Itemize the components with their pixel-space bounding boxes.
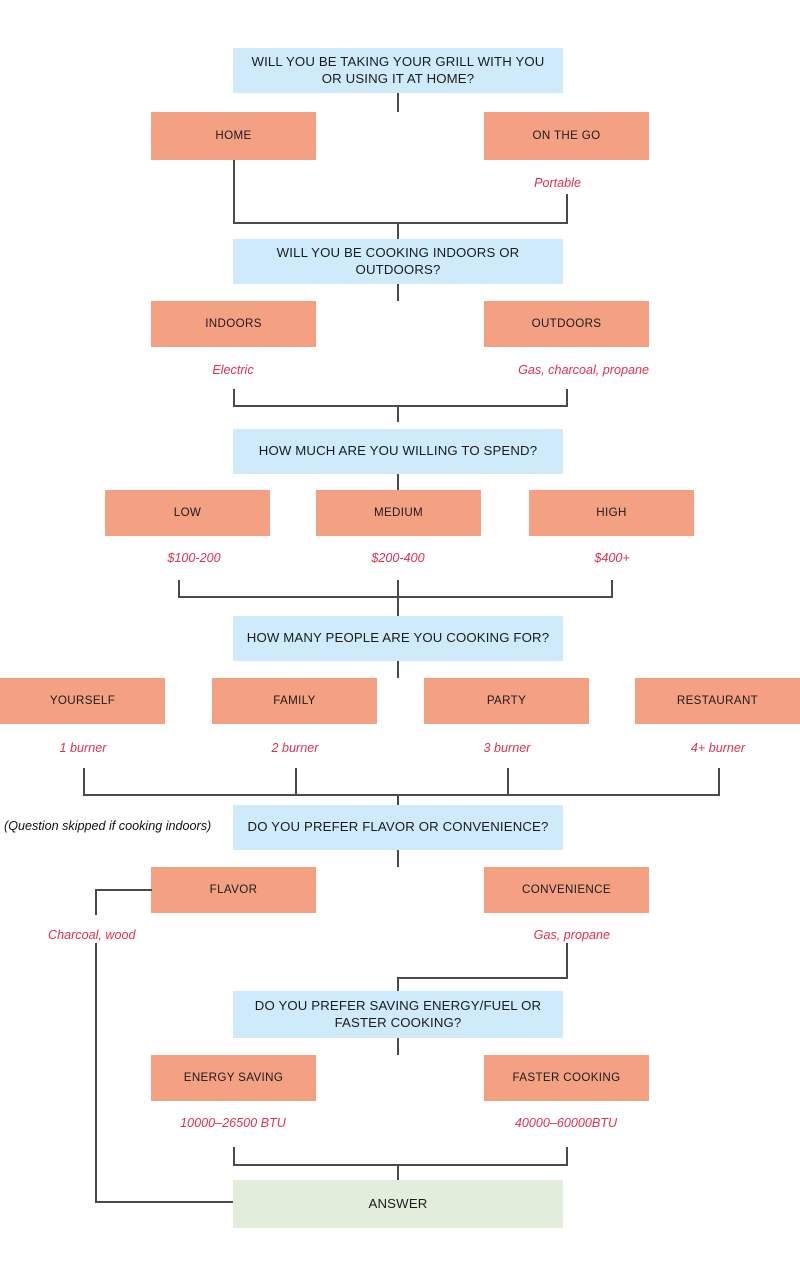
option-box-indoors[interactable]: INDOORS [151, 301, 316, 347]
option-box-convenience[interactable]: CONVENIENCE [484, 867, 649, 913]
note-indoors: Electric [212, 363, 254, 377]
question-box-q4: HOW MANY PEOPLE ARE YOU COOKING FOR? [233, 616, 563, 661]
question-box-q5: DO YOU PREFER FLAVOR OR CONVENIENCE? [233, 805, 563, 850]
question-box-q2: WILL YOU BE COOKING INDOORS OR OUTDOORS? [233, 239, 563, 284]
connector-row2-to-q3 [397, 405, 399, 422]
connector-row5-to-q6 [397, 977, 399, 991]
note-faster-cooking: 40000–60000BTU [514, 1116, 618, 1130]
connector-on-the-go-down [566, 194, 568, 223]
connector-indoors-down [233, 389, 235, 406]
option-box-flavor[interactable]: FLAVOR [151, 867, 316, 913]
connector-party-down [507, 768, 509, 795]
option-box-energy-saving[interactable]: ENERGY SAVING [151, 1055, 316, 1101]
option-box-party[interactable]: PARTY [424, 678, 589, 724]
option-box-restaurant[interactable]: RESTAURANT [635, 678, 800, 724]
option-box-medium[interactable]: MEDIUM [316, 490, 481, 536]
connector-restaurant-down [718, 768, 720, 795]
annotation-skip-note: (Question skipped if cooking indoors) [4, 819, 212, 833]
connector-low-down [178, 580, 180, 597]
connector-row3-bus [178, 596, 613, 598]
connector-q5-down [397, 850, 399, 867]
connector-convenience-down [566, 943, 568, 979]
connector-q4-down [397, 661, 399, 678]
note-on-the-go: Portable [534, 176, 581, 190]
connector-faster-cooking-down [566, 1147, 568, 1165]
connector-energy-saving-down [233, 1147, 235, 1165]
connector-outdoors-down [566, 389, 568, 406]
note-yourself: 1 burner [59, 741, 107, 755]
answer-box: ANSWER [233, 1180, 563, 1228]
option-box-outdoors[interactable]: OUTDOORS [484, 301, 649, 347]
connector-flavor-left [95, 889, 152, 891]
note-restaurant: 4+ burner [690, 741, 746, 755]
connector-q3-down [397, 474, 399, 490]
connector-flavor-down-a [95, 889, 97, 915]
note-flavor: Charcoal, wood [48, 928, 136, 942]
connector-family-down [295, 768, 297, 795]
connector-row3-to-q4 [397, 596, 399, 616]
question-box-q3: HOW MUCH ARE YOU WILLING TO SPEND? [233, 429, 563, 474]
connector-q2-down [397, 284, 399, 301]
note-convenience: Gas, propane [533, 928, 610, 942]
connector-home-down [233, 160, 235, 223]
option-box-low[interactable]: LOW [105, 490, 270, 536]
option-box-family[interactable]: FAMILY [212, 678, 377, 724]
connector-row1-bus [233, 222, 568, 224]
connector-row6-to-answer [397, 1164, 399, 1181]
note-medium: $200-400 [371, 551, 425, 565]
option-box-high[interactable]: HIGH [529, 490, 694, 536]
connector-row4-bus [83, 794, 720, 796]
note-party: 3 burner [483, 741, 531, 755]
connector-q6-down [397, 1038, 399, 1055]
connector-row4-to-q5 [397, 794, 399, 810]
connector-flavor-down-b [95, 943, 97, 1202]
note-outdoors: Gas, charcoal, propane [518, 363, 649, 377]
note-family: 2 burner [271, 741, 319, 755]
connector-high-down [611, 580, 613, 597]
connector-q1-down [397, 93, 399, 112]
note-energy-saving: 10000–26500 BTU [180, 1116, 286, 1130]
connector-row2-bus [233, 405, 568, 407]
connector-flavor-to-answer [95, 1201, 234, 1203]
connector-row5-bus [397, 977, 568, 979]
option-box-home[interactable]: HOME [151, 112, 316, 160]
option-box-on-the-go[interactable]: ON THE GO [484, 112, 649, 160]
note-high: $400+ [594, 551, 630, 565]
note-low: $100-200 [167, 551, 221, 565]
question-box-q6: DO YOU PREFER SAVING ENERGY/FUEL OR FAST… [233, 991, 563, 1038]
connector-row6-bus [233, 1164, 568, 1166]
option-box-yourself[interactable]: YOURSELF [0, 678, 165, 724]
question-box-q1: WILL YOU BE TAKING YOUR GRILL WITH YOU O… [233, 48, 563, 93]
connector-yourself-down [83, 768, 85, 795]
connector-medium-down [397, 580, 399, 597]
connector-row1-to-q2 [397, 222, 399, 239]
option-box-faster-cooking[interactable]: FASTER COOKING [484, 1055, 649, 1101]
